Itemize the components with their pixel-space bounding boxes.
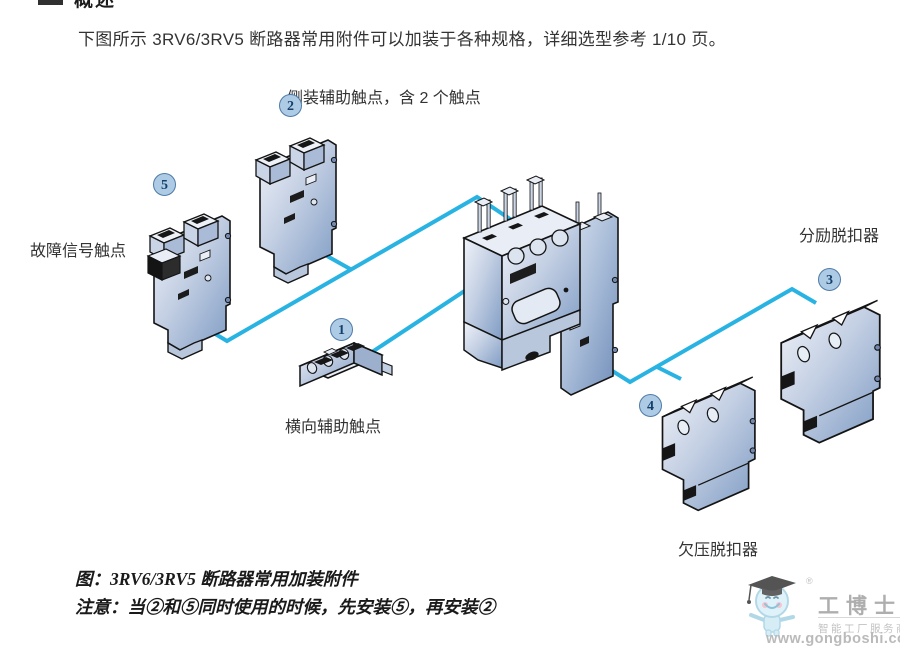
circuit-breaker-illustration (462, 175, 619, 396)
section-marker-icon (38, 0, 63, 5)
marker-4: 4 (639, 394, 662, 417)
figure-caption: 图：3RV6/3RV5 断路器常用加装附件 (75, 569, 358, 589)
watermark-brand: 工博士 (818, 594, 900, 618)
connector-right-branch (656, 365, 682, 381)
label-shunt-release: 分励脱扣器 (799, 228, 880, 245)
watermark-slogan: 智能工厂服务商 (818, 617, 900, 636)
marker-2: 2 (279, 94, 302, 117)
intro-text: 下图所示 3RV6/3RV5 断路器常用附件可以加装于各种规格，详细选型参考 1… (78, 30, 726, 49)
registered-mark: ® (806, 576, 813, 586)
section-title: 概述 (74, 0, 117, 11)
figure-note: 注意：当②和⑤同时使用的时候，先安装⑤，再安装② (75, 597, 495, 617)
label-fault-signal-contact: 故障信号触点 (30, 243, 127, 260)
marker-3: 3 (818, 268, 841, 291)
label-undervoltage-release: 欠压脱扣器 (678, 542, 759, 559)
connector-left-branch (326, 254, 353, 272)
connector-right (604, 286, 818, 385)
side-aux-contact-illustration (255, 137, 338, 284)
marker-1: 1 (330, 318, 353, 341)
mascot-icon (747, 576, 796, 637)
shunt-release-illustration (780, 299, 882, 444)
watermark-url: www.gongboshi.com (766, 631, 900, 647)
label-side-aux-contact: 侧装辅助触点，含 2 个触点 (287, 90, 481, 107)
label-transverse-aux-contact: 横向辅助触点 (285, 419, 382, 436)
fault-signal-contact-illustration (146, 213, 232, 360)
undervoltage-release-illustration (661, 376, 757, 512)
marker-5: 5 (153, 173, 176, 196)
